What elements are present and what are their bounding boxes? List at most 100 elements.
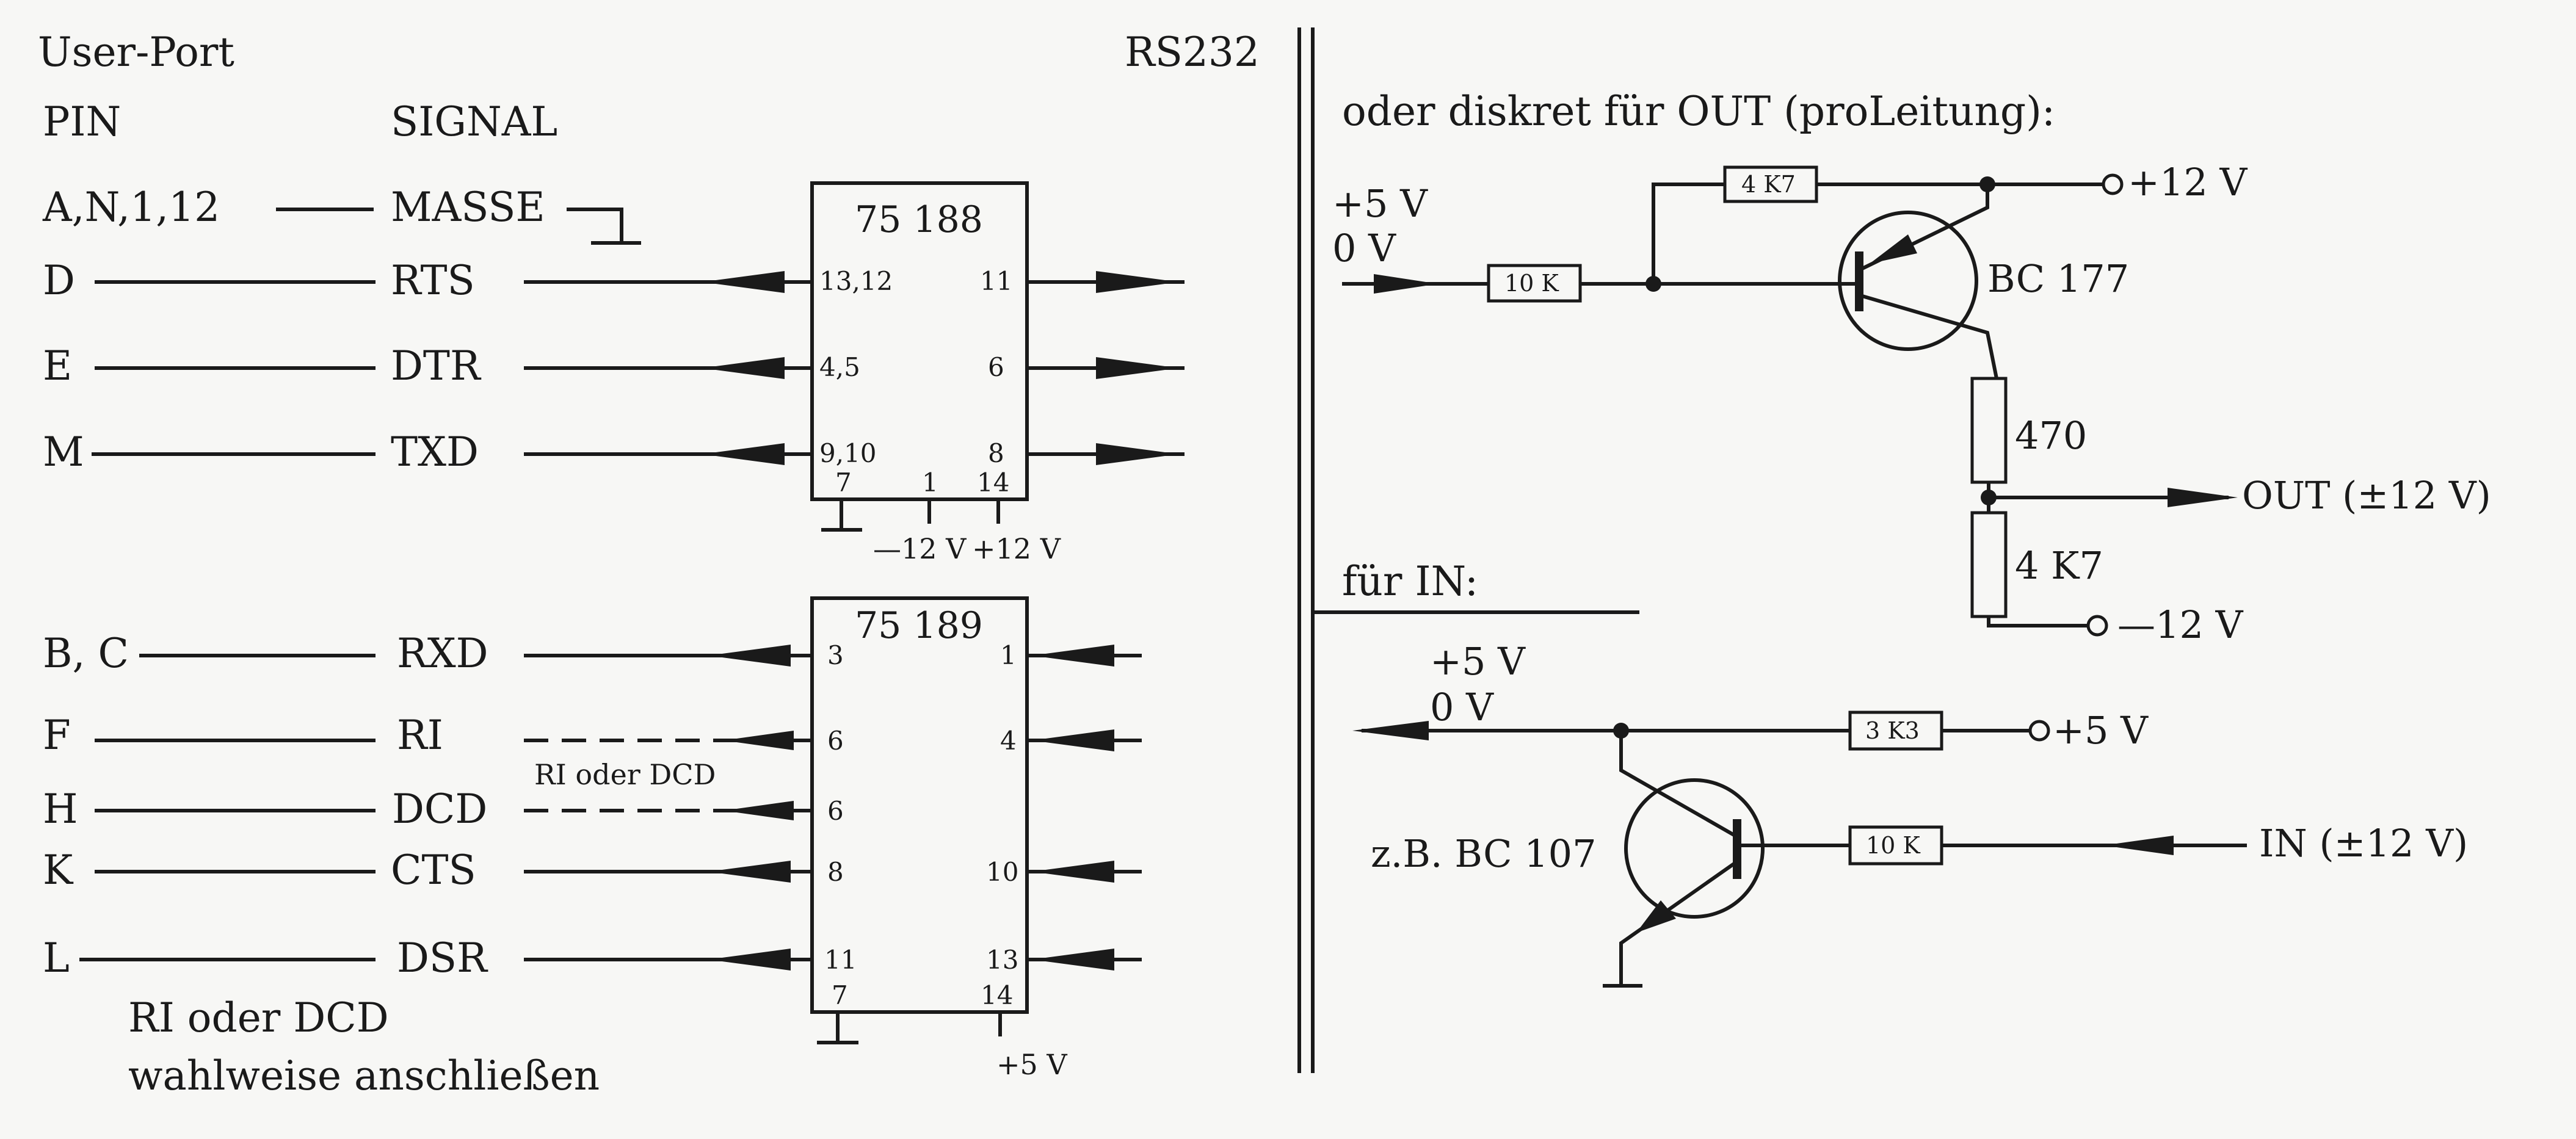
ic-75188-pin-left-rts: 13,12 xyxy=(819,266,893,296)
bc107-emitter-arrow xyxy=(1636,900,1676,933)
signal-label-txd: TXD xyxy=(391,428,479,475)
in-supply-terminal xyxy=(2028,720,2050,742)
in-input-label: IN (±12 V) xyxy=(2259,821,2468,866)
ic-75189-pin-left-cts: 8 xyxy=(827,857,844,887)
masse-ground-lead xyxy=(567,208,623,243)
out-pulldown-resistor xyxy=(1970,511,2008,618)
pin-label-ri: F xyxy=(43,712,71,759)
user-port-header: User-Port xyxy=(38,29,234,76)
signal-label-dsr: DSR xyxy=(397,935,488,982)
out-input-arrow xyxy=(1374,274,1438,294)
ic-75188-supply-neg: —12 V xyxy=(873,532,967,565)
ic-75188-pin-left-dtr: 4,5 xyxy=(819,352,860,382)
dsr-in-arrow xyxy=(1032,949,1114,971)
rxd-in-arrow xyxy=(1032,645,1114,667)
dtr-out-arrow xyxy=(1096,357,1178,379)
note-line-1: RI oder DCD xyxy=(128,994,389,1041)
bc177-transistor-body xyxy=(1838,211,1978,351)
out-section-title: oder diskret für OUT (proLeitung): xyxy=(1342,88,2055,135)
rs232-header: RS232 xyxy=(1125,29,1260,76)
out-input-high: +5 V xyxy=(1332,181,1428,226)
pin-label-masse: A,N,1,12 xyxy=(42,184,220,231)
pin-label-txd: M xyxy=(43,428,84,475)
in-base-resistor-value: 10 K xyxy=(1866,832,1920,859)
ic-75188-supply-pos: +12 V xyxy=(972,532,1061,565)
note-line-2: wahlweise anschließen xyxy=(128,1052,600,1099)
txd-out-arrow xyxy=(1096,443,1178,465)
pin-label-dtr: E xyxy=(43,342,72,389)
bc107-transistor-body xyxy=(1624,778,1765,919)
ic-75189-pin-right-cts: 10 xyxy=(986,857,1018,887)
out-pulldown-to-supply xyxy=(1987,617,2088,627)
signal-label-cts: CTS xyxy=(391,847,476,894)
cts-out-arrow xyxy=(708,861,791,883)
pin-label-rxd: B, C xyxy=(43,630,129,677)
ic-75189-pin-left-rxd: 3 xyxy=(827,640,844,670)
bc107-collector-lead xyxy=(1619,731,1735,837)
ic-75189-pin-left-dcd: 6 xyxy=(827,796,844,826)
ic-75188-name: 75 188 xyxy=(855,198,983,241)
in-output-low: 0 V xyxy=(1430,685,1494,729)
signal-label-dcd: DCD xyxy=(392,786,487,833)
out-supply-neg-terminal xyxy=(2086,615,2108,637)
ic-75189-pin-right-rxd: 1 xyxy=(1000,640,1017,670)
in-output-arrow xyxy=(1352,721,1429,740)
ic-75189-pin-gnd: 7 xyxy=(832,980,848,1010)
signal-label-dtr: DTR xyxy=(391,342,482,389)
ic-75188-pin-right-dtr: 6 xyxy=(988,352,1004,382)
ic-75189-body xyxy=(810,596,1029,1014)
out-supply-neg-label: —12 V xyxy=(2117,602,2244,647)
ic-75188-pin-pos: 14 xyxy=(977,468,1009,497)
pin-label-dcd: H xyxy=(43,786,78,833)
ic-75189-pin-right-ri: 4 xyxy=(1000,726,1017,756)
rts-out-arrow xyxy=(1096,271,1178,293)
out-base-resistor-value: 10 K xyxy=(1504,270,1559,297)
ic-75189-pin-vcc: 14 xyxy=(981,980,1013,1010)
signal-label-ri: RI xyxy=(397,712,443,759)
ic-75188-body xyxy=(810,181,1029,501)
out-output-arrow xyxy=(2168,488,2238,507)
pin-label-rts: D xyxy=(43,257,75,304)
out-collector-resistor xyxy=(1970,377,2008,484)
txd-in-arrow xyxy=(702,443,785,465)
signal-label-masse: MASSE xyxy=(391,184,545,231)
ri-dcd-choice-label: RI oder DCD xyxy=(534,758,716,791)
out-output-label: OUT (±12 V) xyxy=(2242,473,2491,518)
in-output-high: +5 V xyxy=(1430,639,1526,684)
in-input-arrow xyxy=(2103,836,2174,855)
in-base-resistor xyxy=(1848,825,1943,866)
bc177-collector-lead xyxy=(1862,294,1998,379)
out-pulldown-resistor-value: 4 K7 xyxy=(2015,543,2103,588)
signal-header: SIGNAL xyxy=(391,98,557,145)
rxd-out-arrow xyxy=(708,645,791,667)
ic-75188-pin-right-txd: 8 xyxy=(988,438,1004,468)
bc177-emitter-arrow xyxy=(1870,234,1917,264)
ic-75188-pin-gnd: 7 xyxy=(835,468,852,497)
ic-75188-pin-left-txd: 9,10 xyxy=(819,438,877,468)
ic-75188-pin-neg: 1 xyxy=(922,468,938,497)
ri-in-arrow xyxy=(1032,729,1114,751)
dsr-out-arrow xyxy=(708,949,791,971)
pin-label-dsr: L xyxy=(43,935,70,982)
in-section-title: für IN: xyxy=(1342,558,1478,605)
ic-75189-pin-left-dsr: 11 xyxy=(824,945,857,975)
dcd-out-arrow xyxy=(724,801,794,820)
out-collector-resistor-value: 470 xyxy=(2015,413,2087,458)
bc177-label: BC 177 xyxy=(1987,256,2129,301)
out-supply-pos-label: +12 V xyxy=(2128,160,2248,204)
pin-header: PIN xyxy=(43,98,121,145)
ic-75189-supply: +5 V xyxy=(996,1048,1067,1081)
ic-75189-pin-right-dsr: 13 xyxy=(986,945,1018,975)
dtr-in-arrow xyxy=(702,357,785,379)
signal-label-rxd: RXD xyxy=(397,630,488,677)
bc107-label: z.B. BC 107 xyxy=(1371,831,1597,876)
pin-label-cts: K xyxy=(43,847,74,894)
out-input-low: 0 V xyxy=(1332,226,1396,270)
ic-75189-pin-left-ri: 6 xyxy=(827,726,844,756)
in-pullup-resistor xyxy=(1848,711,1943,751)
out-bias-resistor-value: 4 K7 xyxy=(1741,171,1796,198)
bc107-emitter-lead xyxy=(1619,862,1735,986)
out-base-resistor xyxy=(1487,264,1582,303)
out-supply-pos-terminal xyxy=(2102,173,2124,195)
